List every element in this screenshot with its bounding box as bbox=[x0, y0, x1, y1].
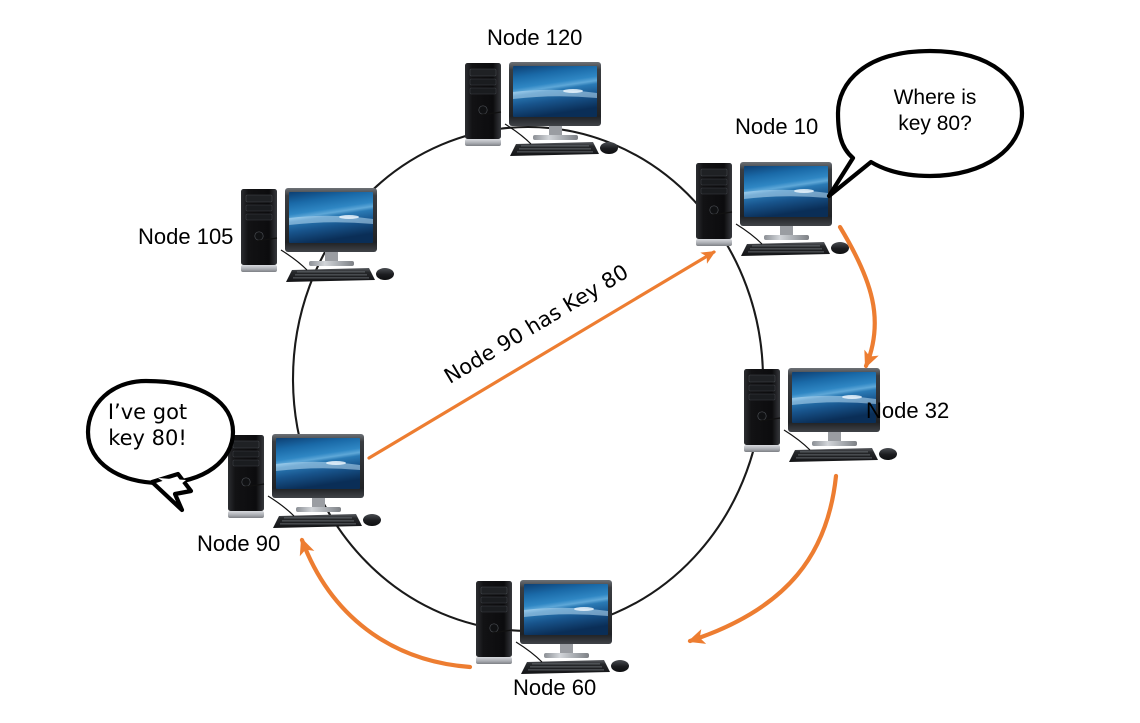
node-label-10: Node 10 bbox=[735, 114, 819, 139]
node-label-90: Node 90 bbox=[197, 531, 281, 556]
node-label-105: Node 105 bbox=[138, 224, 234, 249]
computer-node-60 bbox=[476, 580, 629, 674]
arrow-node90-to-node10 bbox=[367, 250, 716, 460]
arrow-node32-to-node60 bbox=[687, 473, 839, 644]
arrow-node10-to-node32 bbox=[837, 224, 879, 369]
computer-node-10 bbox=[696, 162, 849, 256]
computer-node-105 bbox=[241, 188, 394, 282]
computer-node-90 bbox=[228, 434, 381, 528]
node-label-120: Node 120 bbox=[487, 25, 583, 50]
node-label-60: Node 60 bbox=[513, 675, 597, 700]
arrow-node60-to-node90 bbox=[299, 537, 473, 670]
computer-node-32 bbox=[744, 368, 897, 462]
computer-node-120 bbox=[465, 62, 618, 156]
speech-bubble-query bbox=[826, 48, 1025, 199]
speech-bubble-response bbox=[85, 378, 236, 513]
node-label-32: Node 32 bbox=[866, 398, 950, 423]
